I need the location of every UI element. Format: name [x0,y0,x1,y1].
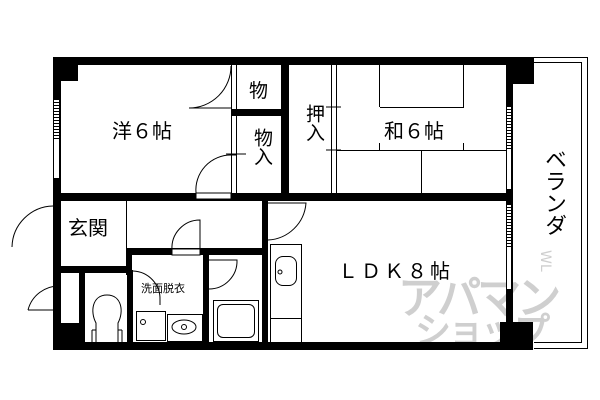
tatami-v-right [463,65,464,107]
tatami-stub-r [463,143,464,150]
storage-left-line-2 [236,65,237,193]
window-right-upper-b [506,149,512,189]
wall-storage-right [281,57,289,201]
tatami-stub-l [379,143,380,150]
washing-machine [136,311,166,341]
tatami-h-top [380,107,464,108]
hall-line-entrance [126,201,127,250]
wall-bath-left [203,255,209,345]
wall-storage-divider [231,109,286,116]
room-label-closet: 押入 [303,104,325,142]
outer-wall-top [53,57,534,65]
room-label-western: 洋６帖 [112,119,172,143]
column-top-left [53,57,78,81]
closet-line-1 [331,65,332,193]
window-left-upper [53,100,60,140]
room-label-balcony: ベランダ [541,148,566,236]
kitchen-sink [275,256,297,286]
storage-left-line-1 [231,65,232,193]
column-top-right [506,57,534,84]
room-label-storage-2: 物入 [251,128,273,166]
window-left-lower [53,140,60,178]
column-bottom-left [60,323,80,345]
column-bottom-right [500,322,533,350]
balcony-inner [534,62,582,343]
window-right-upper [506,107,512,149]
washbasin [167,314,203,342]
window-right-lower [506,205,512,247]
wall-toilet-left [79,270,85,345]
watermark-side: WL [537,250,553,272]
room-label-washroom: 洗面脱衣 [141,282,185,295]
outer-wall-right [506,57,513,350]
outer-wall-bottom [53,342,533,350]
bathtub-inner [217,304,255,338]
room-label-entrance: 玄関 [68,216,108,240]
watermark-main: アパマン [398,273,561,324]
balcony-outline [534,57,588,349]
wall-entrance-bottom [53,266,128,273]
tatami-v-left [379,65,380,107]
kitchen-counter-divider [270,318,301,319]
room-label-storage-1: 物 [249,80,269,102]
room-label-japanese: 和６帖 [384,119,444,143]
wall-japanese-bottom [281,193,513,201]
wall-ldk-left [262,193,268,348]
wall-toilet-right [127,270,133,345]
window-right-lower-b [506,247,512,289]
closet-line-2 [336,65,337,193]
tatami-v-bottom [421,150,422,193]
wall-entrance-right [126,255,132,275]
outer-wall-left [53,57,61,350]
bathtub [213,300,259,342]
kitchen-counter [270,244,302,344]
wall-western-bottom [53,193,288,201]
room-label-ldk: ＬＤＫ８帖 [338,259,453,283]
